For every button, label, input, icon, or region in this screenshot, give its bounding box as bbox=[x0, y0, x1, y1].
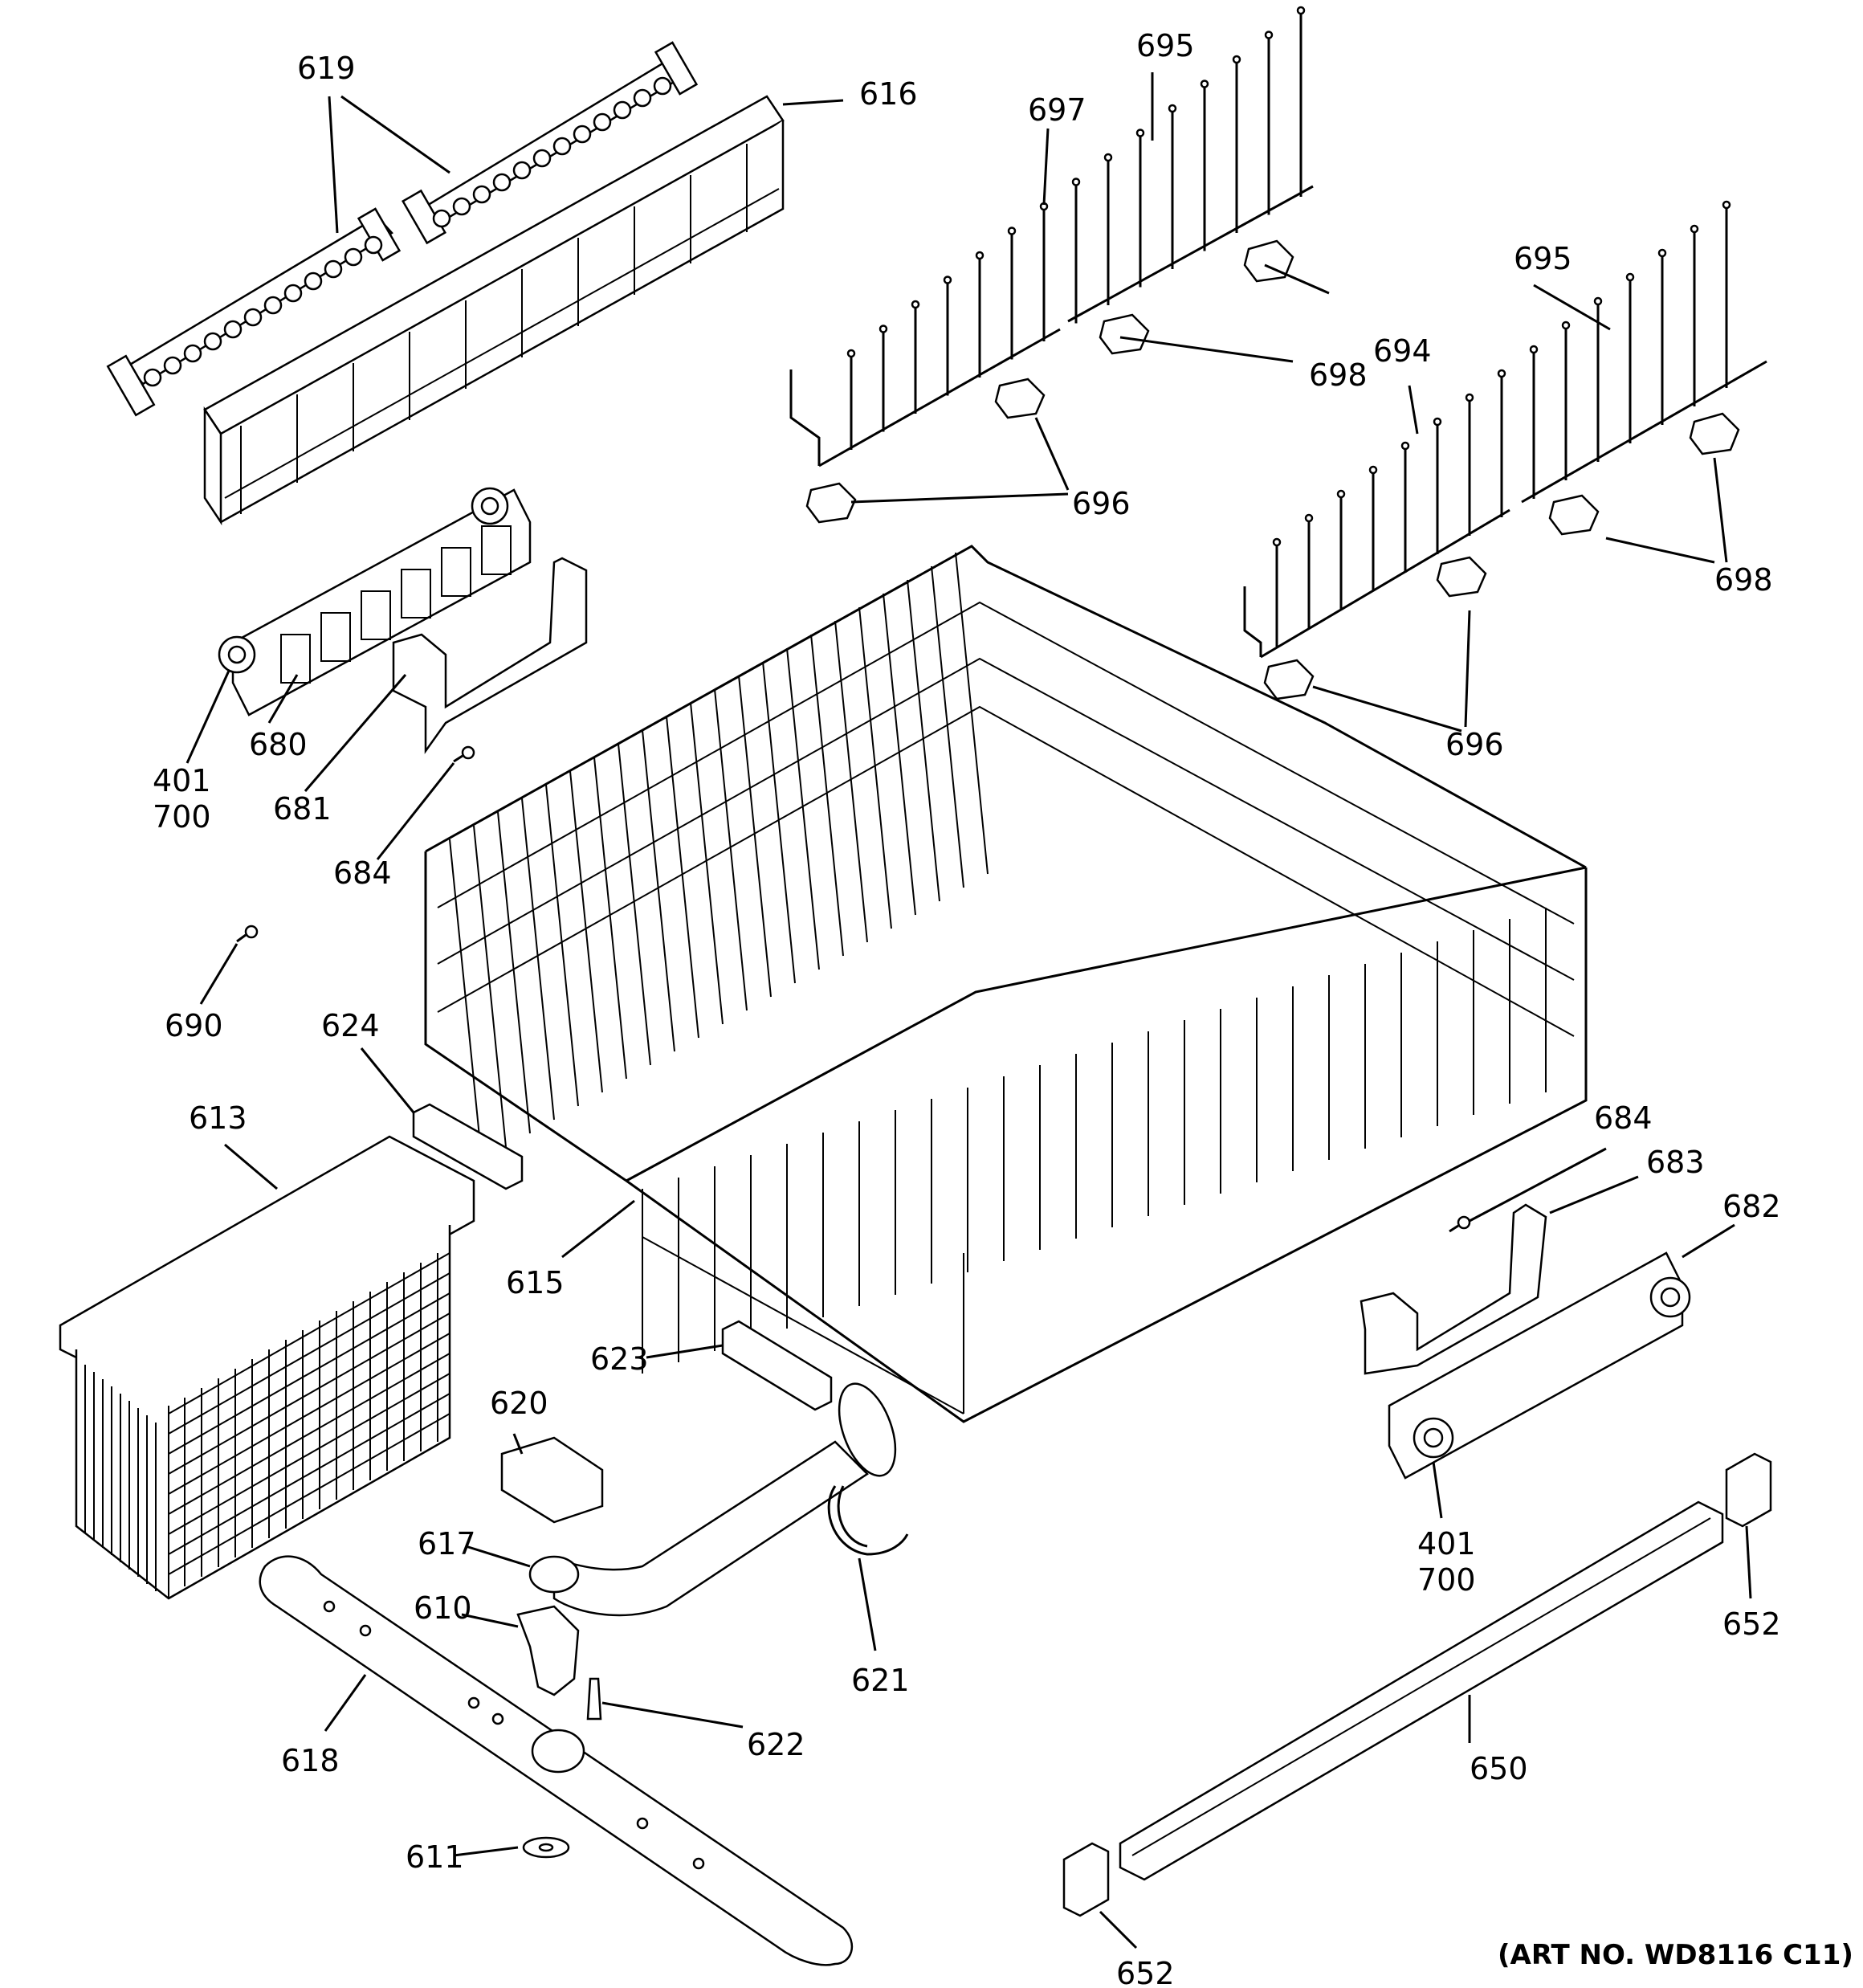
label-698-upper: 698 bbox=[1309, 357, 1368, 393]
part-610-bearing bbox=[516, 1605, 580, 1696]
part-623-clip bbox=[721, 1320, 833, 1411]
label-610: 610 bbox=[414, 1590, 472, 1626]
part-619-clip-rails bbox=[106, 41, 699, 417]
label-622: 622 bbox=[747, 1727, 805, 1762]
label-650: 650 bbox=[1470, 1751, 1528, 1786]
part-684-screw-right bbox=[1449, 1215, 1471, 1233]
label-696-lower: 696 bbox=[1445, 727, 1504, 762]
part-684-screw-left bbox=[453, 745, 475, 763]
label-615: 615 bbox=[506, 1265, 565, 1300]
label-611: 611 bbox=[406, 1839, 464, 1875]
part-613-silverware-basket bbox=[59, 1135, 475, 1600]
label-401-left: 401 bbox=[153, 763, 211, 798]
label-694: 694 bbox=[1373, 333, 1432, 369]
label-683: 683 bbox=[1646, 1145, 1705, 1180]
part-681-bracket bbox=[392, 557, 588, 754]
part-618-spray-arm bbox=[259, 1555, 853, 1966]
label-698-lower: 698 bbox=[1714, 562, 1773, 598]
label-652-left: 652 bbox=[1116, 1956, 1175, 1988]
part-650-track bbox=[1119, 1500, 1724, 1881]
label-621: 621 bbox=[851, 1663, 910, 1698]
part-624-clip bbox=[412, 1103, 524, 1190]
part-683-bracket-right bbox=[1360, 1203, 1547, 1375]
leader-lines bbox=[185, 72, 1752, 1949]
part-694-695-tine-row-lower bbox=[1243, 200, 1767, 659]
label-695-upper: 695 bbox=[1136, 28, 1195, 63]
label-690: 690 bbox=[165, 1008, 223, 1043]
label-680: 680 bbox=[249, 727, 308, 762]
label-682: 682 bbox=[1722, 1189, 1781, 1224]
label-697: 697 bbox=[1028, 92, 1086, 128]
label-624: 624 bbox=[321, 1008, 380, 1043]
label-623: 623 bbox=[590, 1341, 649, 1377]
part-labels: 619 616 697 695 695 694 698 698 696 696 … bbox=[153, 28, 1853, 1988]
label-618: 618 bbox=[281, 1743, 340, 1778]
label-681: 681 bbox=[273, 791, 332, 827]
part-652-end-cap-left bbox=[1062, 1842, 1110, 1917]
label-695-lower: 695 bbox=[1514, 241, 1572, 276]
part-615-upper-rack bbox=[424, 545, 1588, 1423]
label-617: 617 bbox=[418, 1526, 476, 1561]
part-621-clamp bbox=[827, 1485, 909, 1556]
part-682-right-roller-rail bbox=[1388, 1251, 1691, 1480]
label-652-right: 652 bbox=[1722, 1606, 1781, 1642]
label-613: 613 bbox=[189, 1100, 247, 1136]
label-700-left: 700 bbox=[153, 799, 211, 835]
part-622-screw bbox=[586, 1677, 602, 1721]
label-684-left: 684 bbox=[333, 855, 392, 891]
part-680-left-roller-rail bbox=[218, 487, 532, 716]
label-401-right: 401 bbox=[1417, 1526, 1476, 1561]
label-696-upper: 696 bbox=[1072, 486, 1131, 521]
part-652-end-cap-right bbox=[1725, 1452, 1772, 1528]
part-698-696-tine-clips bbox=[805, 239, 1740, 700]
art-number: (ART NO. WD8116 C11) bbox=[1498, 1939, 1853, 1971]
part-611-washer bbox=[522, 1836, 570, 1859]
label-684-right: 684 bbox=[1594, 1100, 1653, 1136]
part-690-screw bbox=[236, 925, 259, 943]
label-700-right: 700 bbox=[1417, 1562, 1476, 1598]
label-616: 616 bbox=[859, 76, 918, 112]
part-620-cap bbox=[500, 1436, 604, 1524]
label-620: 620 bbox=[490, 1386, 548, 1421]
label-619: 619 bbox=[297, 51, 356, 86]
part-617-conduit bbox=[528, 1382, 897, 1617]
part-697-695-tine-row-upper bbox=[789, 6, 1314, 467]
part-616-holder-frame bbox=[203, 95, 785, 526]
